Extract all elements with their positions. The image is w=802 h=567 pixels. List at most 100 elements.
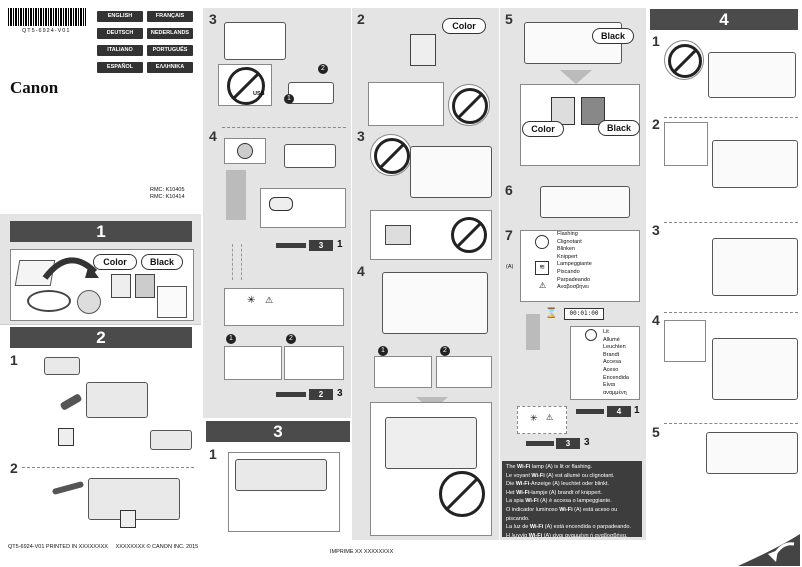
d-step-7: 7 xyxy=(505,227,513,243)
unbox-illustration: Color Black xyxy=(10,249,194,321)
a-goto-2[interactable]: 2 xyxy=(309,389,333,400)
lang-deutsch[interactable]: DEUTSCH xyxy=(97,28,143,39)
lit-power-icon xyxy=(269,197,293,211)
c4-close-box xyxy=(370,402,492,536)
color-cartridge xyxy=(111,274,131,298)
b1-printer xyxy=(235,459,327,491)
d7-lamp-panel: ≋ ⚠ xyxy=(520,230,640,302)
d5-color-label-2: Color xyxy=(522,121,564,137)
c2-no-touch xyxy=(448,84,490,126)
d7-flash-box: ✳ ⚠ xyxy=(517,406,567,434)
a-callout-2: 2 xyxy=(286,334,296,344)
lit-item: Brandt xyxy=(603,351,620,358)
c3-no-touch-big xyxy=(370,134,412,176)
lit-list: Lit Allumé Leuchten Brandt Accesa Aceso … xyxy=(603,329,639,397)
e-step-2: 2 xyxy=(652,116,660,132)
lang-nederlands[interactable]: NEDERLANDS xyxy=(147,28,193,39)
e1-no-box xyxy=(664,40,704,80)
lit-item: Allumé xyxy=(603,336,620,343)
wifi-note-line: La spia Wi-Fi (A) è accesa o lampeggiant… xyxy=(506,498,612,505)
rmc-1: RMC: K10405 xyxy=(150,187,185,193)
lit-item: Encendida xyxy=(603,374,629,381)
a-goto-3[interactable]: 3 xyxy=(309,240,333,251)
warning-icon: ⚠ xyxy=(546,413,554,422)
c4-lock-2 xyxy=(436,356,492,388)
a-step-4: 4 xyxy=(209,128,217,144)
black-cartridge xyxy=(135,274,155,298)
wifi-note-line: Het Wi-Fi-lampje (A) brandt of knippert. xyxy=(506,489,603,496)
a4-gray-arrow xyxy=(226,170,246,220)
a3-printer xyxy=(288,82,334,104)
timer-display: 00:01:00 xyxy=(564,308,604,320)
lang-francais[interactable]: FRANÇAIS xyxy=(147,11,193,22)
b1-cover-open xyxy=(228,452,340,532)
c-step-2: 2 xyxy=(357,11,365,27)
lit-item: Aceso xyxy=(603,366,619,373)
c4-callout-1: 1 xyxy=(378,346,388,356)
e-divider-3 xyxy=(664,312,798,313)
a3-no-usb-box: USB xyxy=(218,64,272,106)
s2-step-1: 1 xyxy=(10,352,18,368)
c4-callout-2: 2 xyxy=(440,346,450,356)
usb-icon: USB xyxy=(253,91,265,97)
c2-step-a xyxy=(368,82,444,126)
wifi-note-line: Die Wi-Fi-Anzeige (A) leuchtet oder blin… xyxy=(506,481,609,488)
footer-mid: IMPRIME XX XXXXXXXX xyxy=(330,549,394,555)
no-icon xyxy=(439,471,485,517)
rmc-2: RMC: K10414 xyxy=(150,194,185,200)
d-step-6: 6 xyxy=(505,182,513,198)
lit-item: Lit xyxy=(603,329,609,335)
e-step-3: 3 xyxy=(652,222,660,238)
c-step-3: 3 xyxy=(357,128,365,144)
c3-insert-box xyxy=(370,210,492,260)
lang-portugues[interactable]: PORTUGUÊS xyxy=(147,45,193,56)
c3-insert-cartridge xyxy=(385,225,411,245)
lit-item: Accesa xyxy=(603,359,622,366)
s2-trash-bin xyxy=(58,428,74,446)
d-goto-3[interactable]: 3 xyxy=(556,438,580,449)
lang-espanol[interactable]: ESPAÑOL xyxy=(97,62,143,73)
page-turn-icon[interactable] xyxy=(738,534,800,566)
e3-printer-paper xyxy=(712,238,798,296)
flash-item: Blinken xyxy=(557,246,576,253)
no-icon xyxy=(227,67,265,105)
e-divider-4 xyxy=(664,423,798,424)
d-goto-arrow-1 xyxy=(576,409,604,414)
wifi-note-line: Η λυχνία Wi-Fi (A) είναι αναμμένη ή αναβ… xyxy=(506,532,628,539)
a-flash-box: ✳ ⚠ xyxy=(224,288,344,326)
canon-logo: Canon xyxy=(10,78,59,97)
s2-printer-open xyxy=(86,382,148,418)
s2-printer-closed xyxy=(44,357,80,375)
a-dashed-arrow xyxy=(232,244,242,280)
e-divider-2 xyxy=(664,222,798,223)
c-step-4: 4 xyxy=(357,263,365,279)
a-goto-2-num: 3 xyxy=(337,388,343,399)
e1-printer xyxy=(708,52,796,98)
d5-color-cart xyxy=(551,97,575,125)
b-step-1: 1 xyxy=(209,446,217,462)
lang-english[interactable]: ENGLISH xyxy=(97,11,143,22)
wifi-note-line: O indicador luminoso Wi-Fi (A) está aces… xyxy=(506,506,618,522)
c3-printer-open xyxy=(410,146,492,198)
lang-italiano[interactable]: ITALIANO xyxy=(97,45,143,56)
e-step-4: 4 xyxy=(652,312,660,328)
a3-callout-1: 1 xyxy=(284,94,294,104)
flash-item: Clignotant xyxy=(557,238,582,245)
a-stop-box xyxy=(224,346,282,380)
s2-step-2: 2 xyxy=(10,460,18,476)
black-ink-label: Black xyxy=(141,254,183,270)
flash-item: Knippert xyxy=(557,253,578,260)
flash-list: Flashing Clignotant Blinken Knippert Lam… xyxy=(557,231,592,292)
section-2-header: 2 xyxy=(10,327,192,348)
e-divider-1 xyxy=(664,117,798,118)
c4-lock-1 xyxy=(374,356,432,388)
e4-printer xyxy=(712,338,798,400)
manuals xyxy=(157,286,187,318)
power-icon[interactable] xyxy=(237,143,253,159)
wifi-icon: ≋ xyxy=(535,261,549,275)
d-goto-4[interactable]: 4 xyxy=(607,406,631,417)
s2-trash-bin-2 xyxy=(120,510,136,528)
lang-ellinika[interactable]: ΕΛΛΗΝΙΚΑ xyxy=(147,62,193,73)
d5-black-label-2: Black xyxy=(598,120,640,136)
c4-inner-printer xyxy=(385,417,477,469)
